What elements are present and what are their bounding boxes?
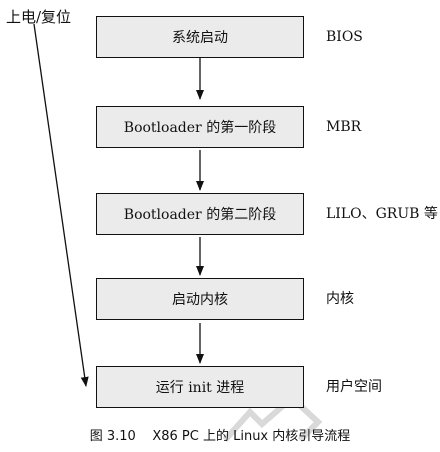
figure-caption: 图 3.10 X86 PC 上的 Linux 内核引导流程 [89,429,351,444]
stage-annotation-kernel: 内核 [326,291,354,307]
stage-box-system-start: 系统启动 [96,16,304,58]
stage-box-bootloader-first: Bootloader 的第一阶段 [96,106,304,148]
stage-box-bootloader-second: Bootloader 的第二阶段 [96,193,304,235]
stage-annotation-lilo-grub: LILO、GRUB 等 [326,206,438,222]
stage-annotation-user-space: 用户空间 [326,379,382,395]
stage-box-start-kernel: 启动内核 [96,278,304,320]
arrow-power-to-init [33,23,89,387]
stage-box-run-init: 运行 init 进程 [96,366,304,408]
stage-annotation-bios: BIOS [326,29,363,45]
power-reset-label: 上电/复位 [6,8,72,26]
stage-annotation-mbr: MBR [326,119,362,135]
